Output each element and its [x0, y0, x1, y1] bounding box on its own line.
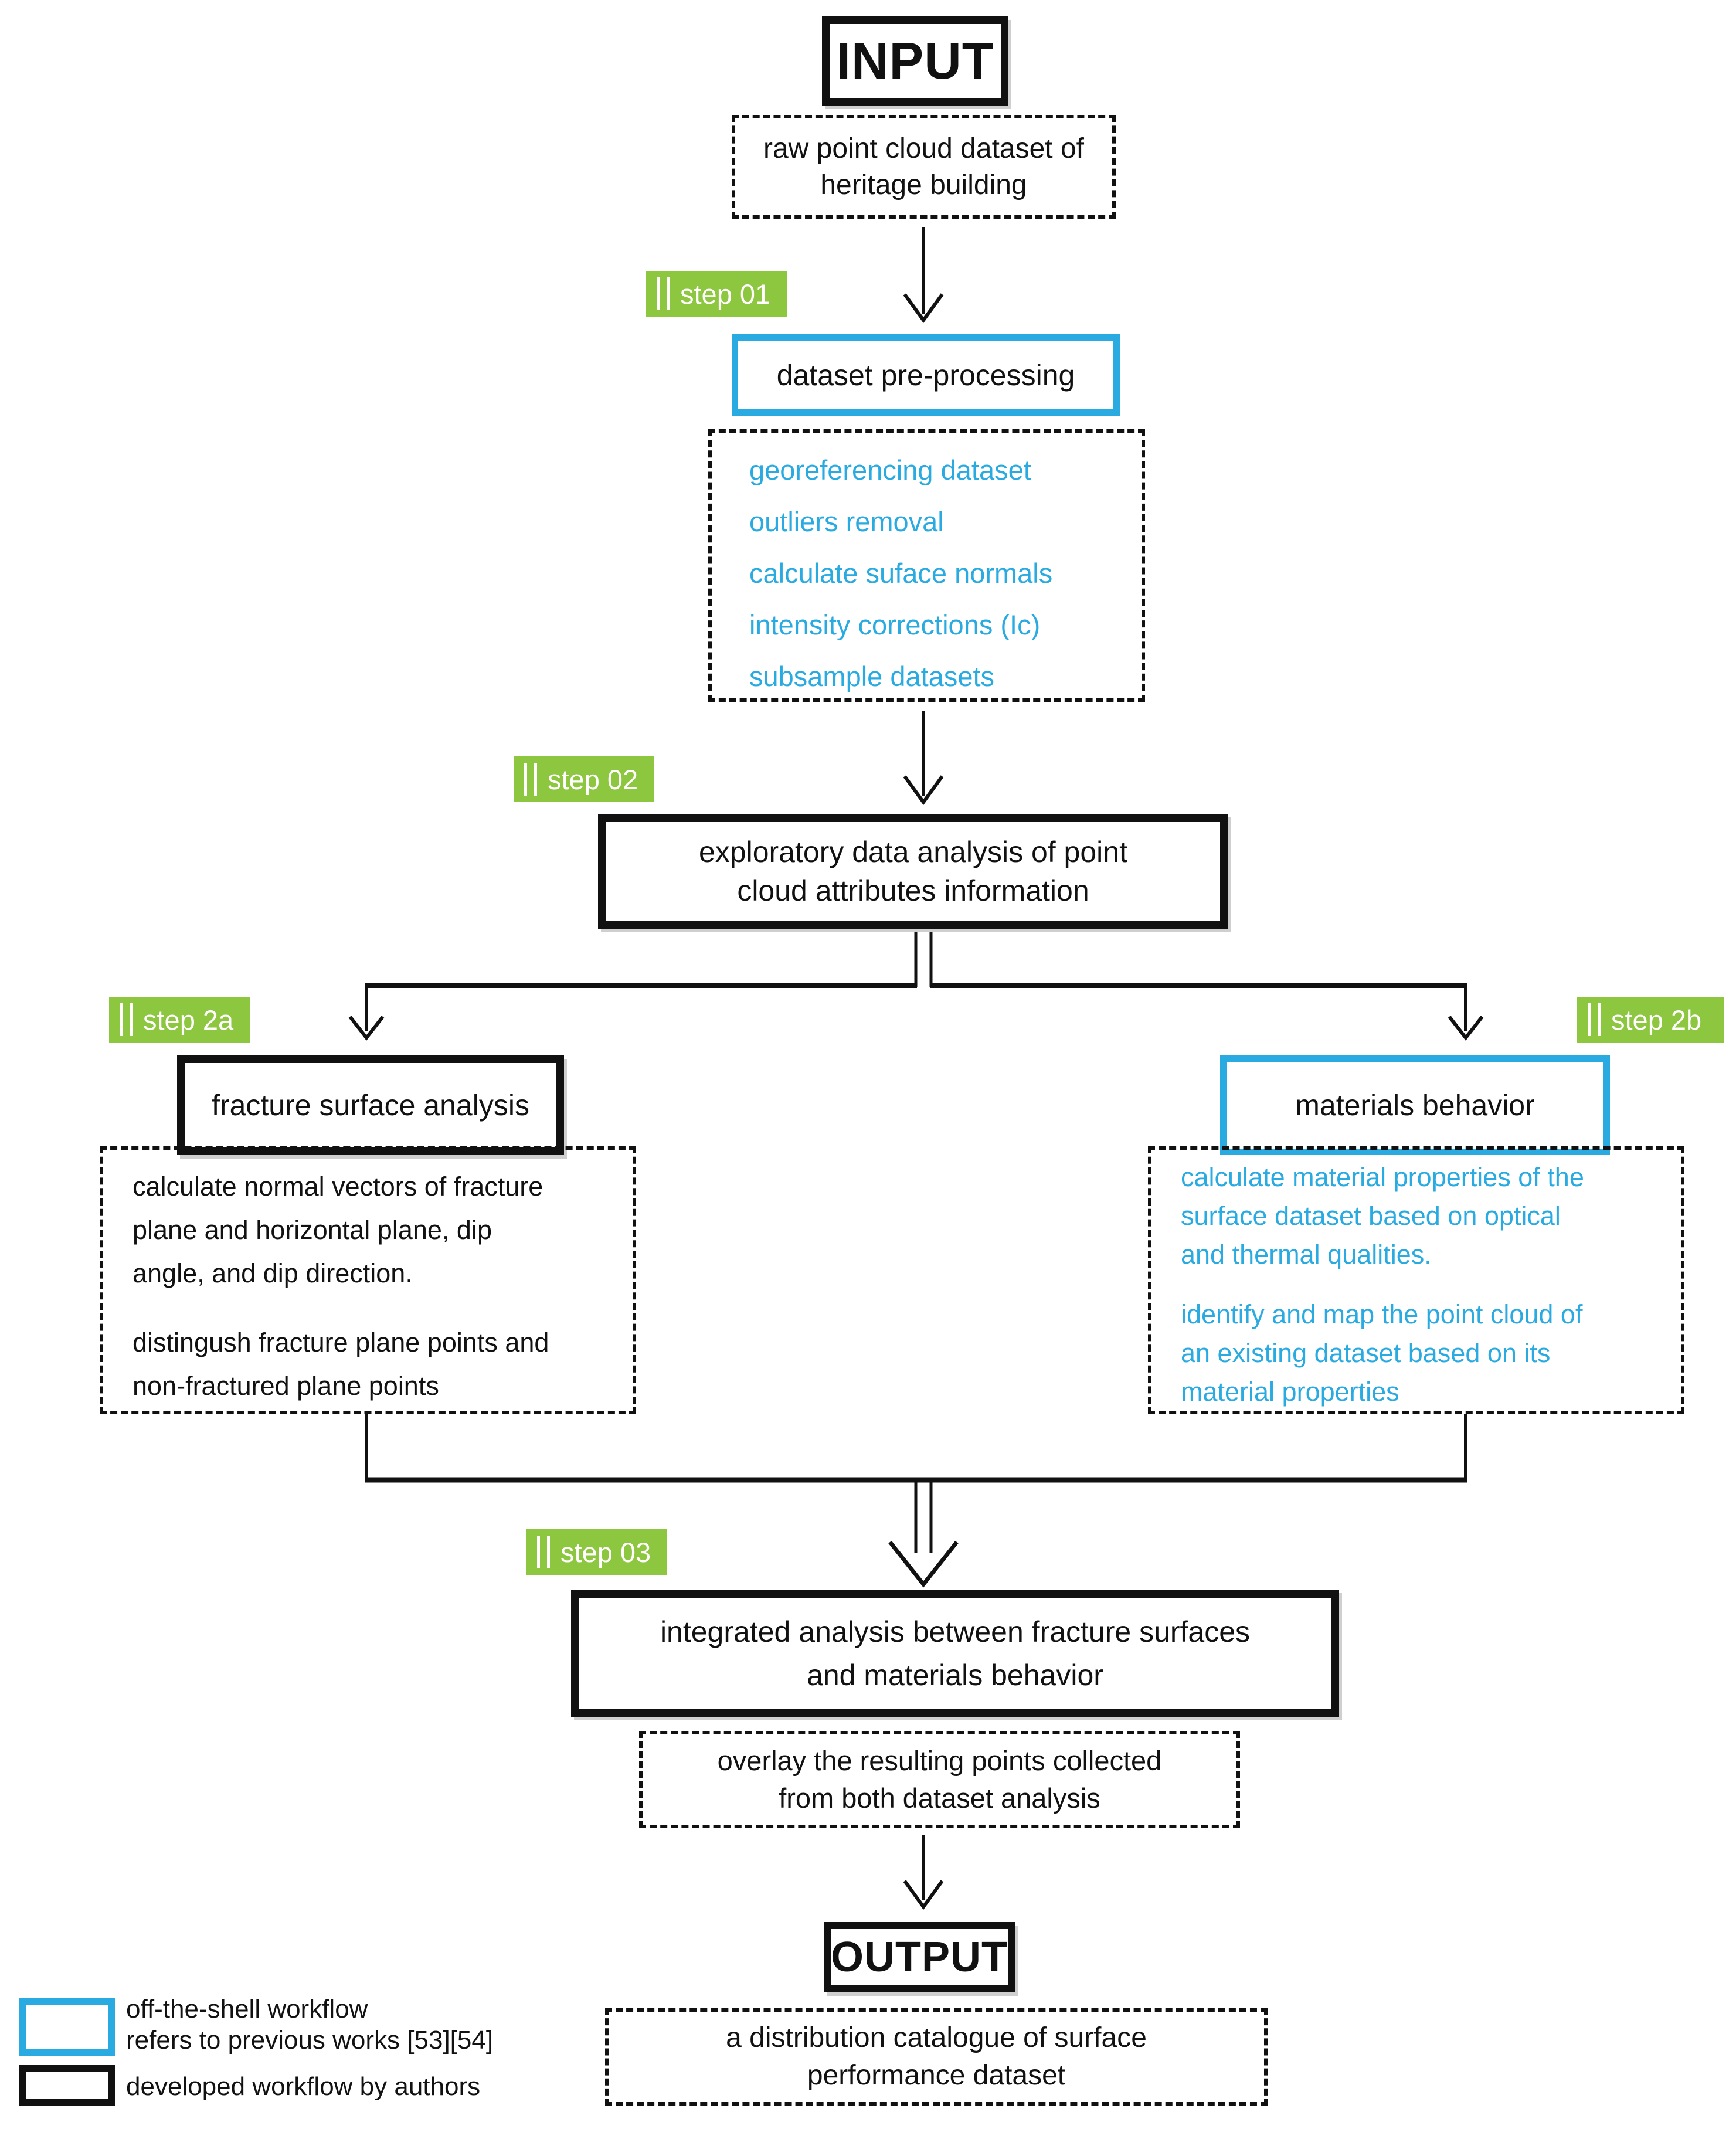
exploratory-text: exploratory data analysis of point cloud… — [699, 836, 1127, 907]
arrow-merge-head — [888, 1540, 959, 1588]
fracture-label: fracture surface analysis — [212, 1089, 529, 1122]
task-item: calculate suface normals — [749, 558, 1053, 589]
materials-box: materials behavior — [1220, 1055, 1610, 1155]
legend-offtheshell-text: off-the-shell workflow refers to previou… — [126, 1995, 494, 2055]
preprocessing-box: dataset pre-processing — [732, 334, 1120, 416]
arrow-branch-right-head — [1448, 1016, 1484, 1041]
step-02-bars-icon — [524, 763, 537, 796]
catalogue-text: a distribution catalogue of surface perf… — [726, 2022, 1147, 2091]
step-01-bars-icon — [657, 277, 670, 310]
output-box: OUTPUT — [824, 1922, 1015, 1992]
step-03-label: step 03 — [560, 1536, 651, 1568]
step-2b-bars-icon — [1588, 1003, 1601, 1036]
overlay-note: overlay the resulting points collected f… — [639, 1731, 1240, 1828]
preprocessing-task-list: georeferencing dataset outliers removal … — [712, 433, 1142, 702]
fracture-tasks-para1: calculate normal vectors of fracture pla… — [133, 1172, 543, 1288]
raw-dataset-note: raw point cloud dataset of heritage buil… — [732, 115, 1116, 219]
step-02-badge: step 02 — [514, 756, 654, 802]
preprocessing-label: dataset pre-processing — [776, 358, 1075, 392]
legend-offtheshell-swatch — [19, 1998, 115, 2056]
fracture-tasks-note: calculate normal vectors of fracture pla… — [100, 1146, 636, 1414]
arrow-tasks-to-exploratory-head — [903, 775, 944, 806]
step-2b-badge: step 2b — [1577, 997, 1724, 1043]
catalogue-note: a distribution catalogue of surface perf… — [605, 2008, 1268, 2106]
step-2a-label: step 2a — [143, 1004, 234, 1035]
step-2b-label: step 2b — [1611, 1004, 1702, 1035]
integrated-text: integrated analysis between fracture sur… — [660, 1615, 1251, 1692]
preprocessing-tasks-note: georeferencing dataset outliers removal … — [708, 429, 1145, 702]
legend-developed-text: developed workflow by authors — [126, 2072, 481, 2101]
raw-dataset-text: raw point cloud dataset of heritage buil… — [763, 133, 1084, 201]
materials-label: materials behavior — [1295, 1089, 1535, 1122]
legend-developed-swatch — [19, 2065, 115, 2106]
materials-tasks-para2: identify and map the point cloud of an e… — [1181, 1299, 1583, 1407]
input-box: INPUT — [822, 16, 1008, 106]
materials-tasks-para1: calculate material properties of the sur… — [1181, 1162, 1584, 1269]
task-item: intensity corrections (Ic) — [749, 609, 1041, 640]
fracture-tasks-para2: distingush fracture plane points and non… — [133, 1327, 549, 1401]
step-2a-bars-icon — [120, 1003, 133, 1036]
materials-tasks-note: calculate material properties of the sur… — [1148, 1146, 1684, 1414]
input-label: INPUT — [836, 32, 994, 90]
arrow-branch-left-head — [348, 1016, 385, 1041]
step-2a-badge: step 2a — [109, 997, 250, 1043]
exploratory-box: exploratory data analysis of point cloud… — [598, 814, 1228, 929]
step-01-label: step 01 — [680, 278, 771, 310]
output-label: OUTPUT — [831, 1934, 1008, 1981]
step-02-label: step 02 — [548, 763, 638, 795]
integrated-box: integrated analysis between fracture sur… — [571, 1590, 1339, 1717]
step-03-bars-icon — [537, 1536, 550, 1568]
task-item: georeferencing dataset — [749, 454, 1031, 485]
task-item: subsample datasets — [749, 661, 995, 692]
overlay-text: overlay the resulting points collected f… — [717, 1745, 1162, 1814]
task-item: outliers removal — [749, 506, 944, 537]
step-01-badge: step 01 — [646, 271, 787, 317]
step-03-badge: step 03 — [526, 1529, 667, 1575]
fracture-box: fracture surface analysis — [177, 1055, 564, 1155]
arrow-raw-to-preprocessing-head — [903, 293, 944, 324]
arrow-overlay-to-output-head — [903, 1880, 944, 1910]
